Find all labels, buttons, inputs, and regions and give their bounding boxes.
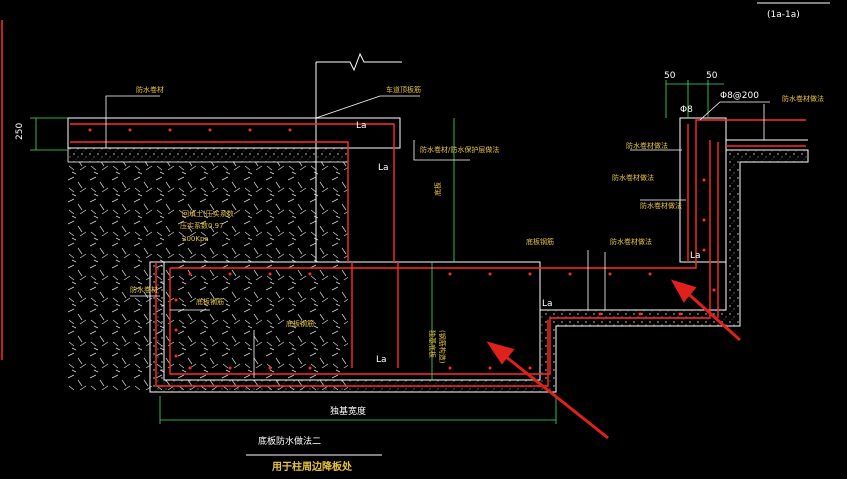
note-top-rebar-mid: 底板钢筋 xyxy=(526,237,554,246)
dim-offset-right: 50 xyxy=(706,71,718,81)
note-top-right: 车道顶板筋 xyxy=(386,85,421,94)
top-slab-outline xyxy=(67,117,401,149)
column-break-line xyxy=(316,52,402,72)
lap-label-3: La xyxy=(376,355,387,365)
note-soil-1: 回填土(压实系数 xyxy=(182,209,234,218)
lap-label-1: La xyxy=(356,121,367,131)
pointer-arrow-left-head xyxy=(486,341,515,365)
pit-top-rebar xyxy=(170,119,806,269)
rebar-spec: Φ8@200 xyxy=(720,91,759,101)
title-text: 底板防水做法二 xyxy=(258,435,321,447)
note-bottom-bar-mid: 底板钢筋 xyxy=(286,319,314,328)
note-bottom-bar-left: 底板钢筋 xyxy=(196,297,224,306)
note-top-waterproof: 防水卷材 xyxy=(136,85,164,94)
section-tag: (1a-1a) xyxy=(767,10,800,20)
pit-bottom-rebar xyxy=(169,140,711,375)
note-vertical: 底板 xyxy=(433,182,442,196)
dim-base-width: 独基宽度 xyxy=(330,405,366,417)
dim-offset-left: 50 xyxy=(664,71,676,81)
note-right-c: 防水卷材做法 xyxy=(612,173,654,182)
pointer-arrows xyxy=(486,279,741,440)
rebar-dots xyxy=(88,128,716,370)
leader-group xyxy=(105,95,770,378)
rebar-group xyxy=(70,119,806,387)
top-slab-concrete xyxy=(67,147,349,163)
top-rebar-lower xyxy=(70,141,349,262)
note-soil-2: 压实系数0.97 xyxy=(180,221,224,230)
note-right-a: 防水卷材做法 xyxy=(626,141,668,150)
note-mid: 防水卷材/防水保护层做法 xyxy=(420,145,499,154)
lap-label-2: La xyxy=(378,163,389,173)
note-found-vertical-b: (钢筋构造) xyxy=(438,330,447,364)
pointer-arrow-right-head xyxy=(670,279,697,303)
pointer-arrow-right xyxy=(683,288,741,342)
outer-rebar xyxy=(155,262,549,387)
top-rebar-upper xyxy=(70,123,395,262)
soil-hatch xyxy=(68,162,348,390)
right-wall-outline xyxy=(679,117,727,263)
note-top-far-right: 防水卷材做法 xyxy=(782,94,824,103)
dim-slab-thickness: 250 xyxy=(15,123,25,140)
note-right-bar: 防水卷材做法 xyxy=(610,237,652,246)
dimension-group xyxy=(30,80,724,424)
note-right-b: 防水卷材做法 xyxy=(640,201,682,210)
pointer-arrow-left xyxy=(499,350,609,440)
note-wall-left: 防水卷材 xyxy=(130,285,158,294)
note-soil-3: 200Kpa xyxy=(182,235,209,243)
rebar-phi: Φ8 xyxy=(680,105,693,115)
lap-label-5: La xyxy=(690,251,701,261)
subtitle-text: 用于柱周边降板处 xyxy=(271,460,353,473)
note-found-vertical-a: 独基底板 xyxy=(428,330,437,358)
lap-label-4: La xyxy=(542,299,553,309)
